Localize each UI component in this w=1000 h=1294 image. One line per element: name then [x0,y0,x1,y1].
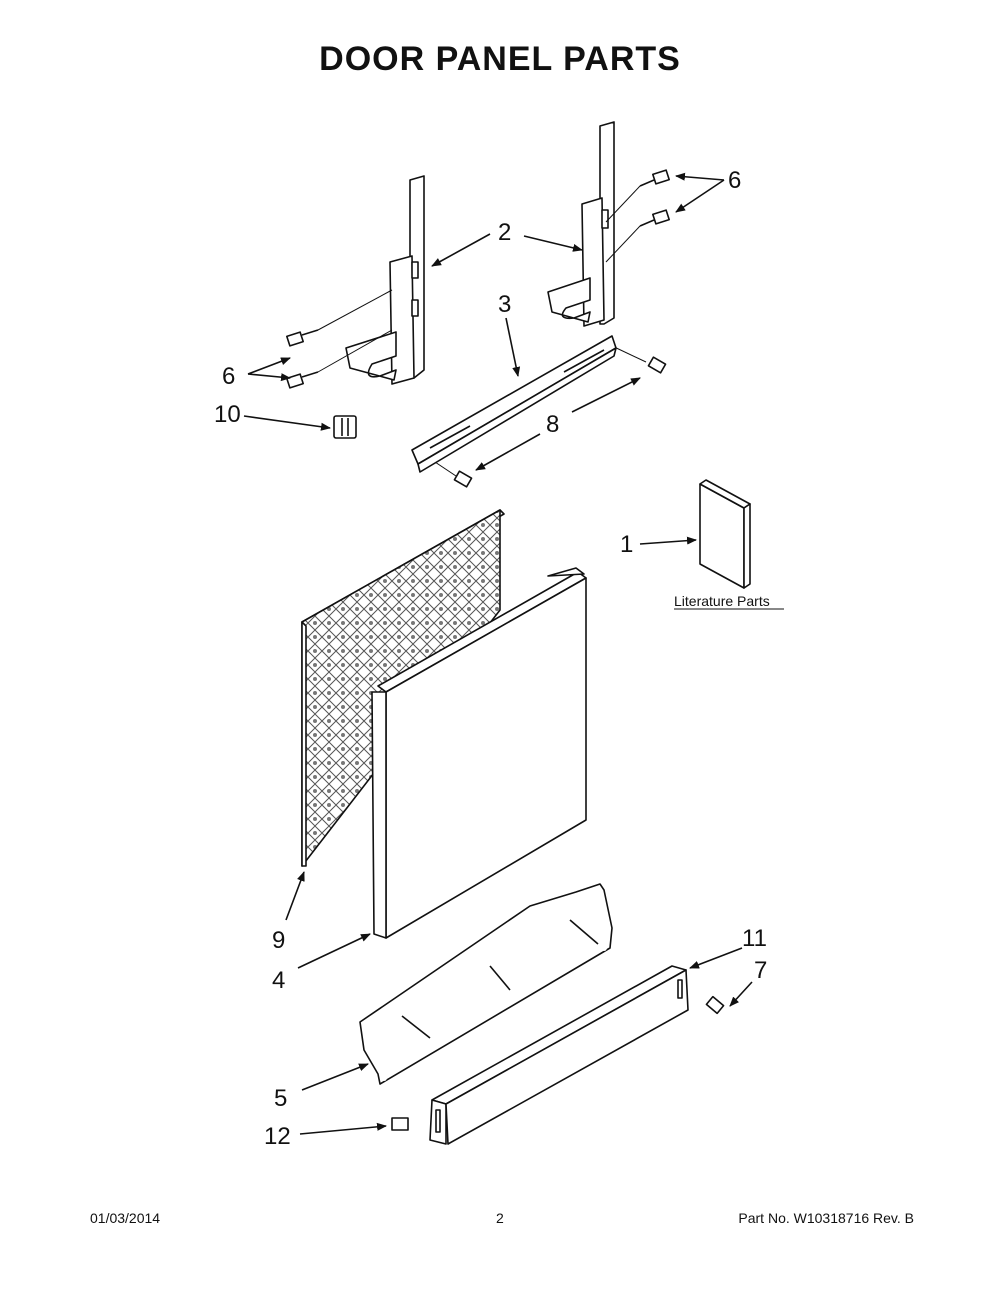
screw-8-right [647,356,667,374]
lower-kick-bracket [359,883,613,1085]
screw-6-left-lower [285,371,319,389]
door-hinge-bracket-left [345,175,425,385]
callout-leaders [243,172,753,1135]
page-title: DOOR PANEL PARTS [319,40,681,78]
callout-10: 10 [214,401,241,428]
callout-2: 2 [498,219,511,246]
callout-12: 12 [264,1123,291,1150]
callout-3: 3 [498,291,511,318]
door-hinge-bracket-right [547,121,615,327]
callout-6-right: 6 [728,167,741,194]
callout-6-left: 6 [222,363,235,390]
small-clip-part-12 [391,1117,409,1131]
callout-5: 5 [274,1085,287,1112]
kick-plate [429,965,689,1145]
outer-door-panel [371,567,587,939]
callout-1: 1 [620,531,633,558]
screw-6-left-upper [285,329,319,347]
callout-7: 7 [754,957,767,984]
clip-part-10 [333,415,357,439]
mounting-rail [411,335,617,473]
screw-6-right-upper [639,169,671,187]
footer-page-number: 2 [496,1210,504,1226]
screw-7 [705,995,725,1015]
callout-8: 8 [546,411,559,438]
callout-11: 11 [742,925,767,952]
footer-date: 01/03/2014 [90,1210,161,1226]
footer-part-number: Part No. W10318716 Rev. B [738,1210,914,1226]
screw-6-right-lower [639,209,671,227]
callout-9: 9 [272,927,285,954]
screw-8-left [453,470,473,488]
callout-4: 4 [272,967,285,994]
literature-parts-booklet [699,479,751,589]
assembly-guide-lines [317,185,647,477]
literature-parts-label: Literature Parts [674,593,770,609]
